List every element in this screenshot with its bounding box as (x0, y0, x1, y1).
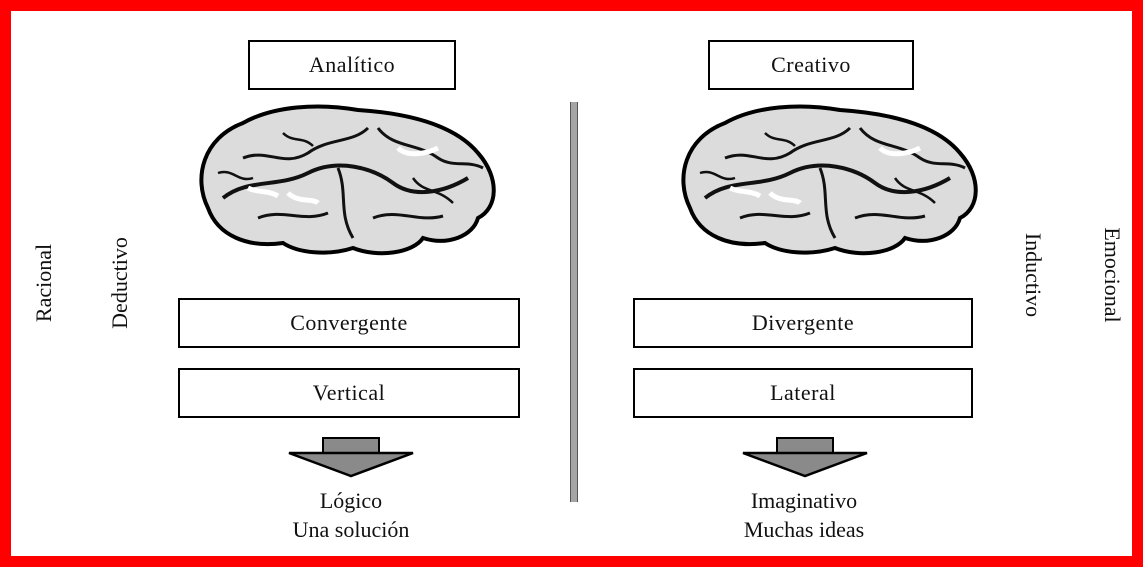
vertical-box: Vertical (178, 368, 520, 418)
creativo-title-box: Creativo (708, 40, 914, 90)
convergente-box: Convergente (178, 298, 520, 348)
muchas-ideas-text: Muchas ideas (743, 517, 865, 542)
center-divider (570, 102, 578, 502)
analitico-title-box: Analítico (248, 40, 456, 90)
divergente-box: Divergente (633, 298, 973, 348)
una-solucion-text: Una solución (292, 517, 410, 542)
brain-icon-right (681, 104, 978, 256)
down-arrow-icon (742, 437, 868, 478)
brain-icon (199, 104, 496, 256)
imaginativo-text: Imaginativo (750, 488, 858, 513)
logico-text: Lógico (319, 488, 383, 513)
brain-icon (681, 104, 978, 256)
down-arrow-icon-left (288, 437, 414, 478)
racional-label: Racional (31, 243, 56, 323)
brain-icon-left (199, 104, 496, 256)
inductivo-label: Inductivo (1021, 232, 1046, 318)
deductivo-label: Deductivo (107, 237, 132, 329)
down-arrow-icon (288, 437, 414, 478)
lateral-box: Lateral (633, 368, 973, 418)
down-arrow-icon-right (742, 437, 868, 478)
right-result: Imaginativo Muchas ideas (684, 486, 924, 544)
left-result: Lógico Una solución (231, 486, 471, 544)
emocional-label: Emocional (1100, 227, 1125, 323)
